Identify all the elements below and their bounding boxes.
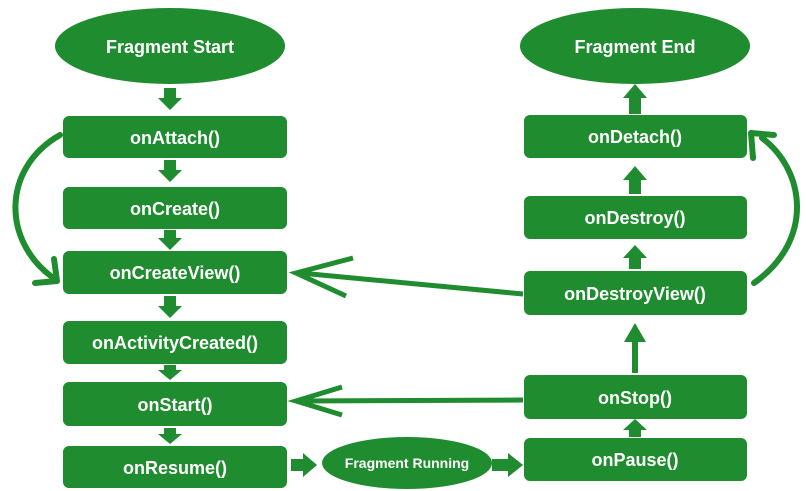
node-on-destroy-label: onDestroy() (584, 208, 685, 228)
arrow-create-to-createview (158, 230, 182, 250)
node-fragment-running: Fragment Running (322, 437, 492, 489)
arrow-createview-to-activitycreated (158, 296, 182, 318)
arrow-destroyview-to-createview-line (299, 270, 524, 297)
node-on-attach: onAttach() (63, 116, 287, 158)
node-on-detach: onDetach() (524, 115, 747, 158)
arrow-destroyview-to-destroy (623, 245, 647, 269)
arrow-stop-to-destroyview-head (624, 323, 646, 342)
arrow-stop-to-start-line (299, 397, 524, 404)
arrow-attach-to-createview-curve (12, 132, 63, 280)
node-on-activity-created: onActivityCreated() (63, 321, 287, 364)
node-on-activity-created-label: onActivityCreated() (92, 333, 258, 353)
arrow-stop-to-start-head (287, 384, 343, 418)
arrow-running-to-pause (492, 453, 523, 477)
arrow-destroyview-to-createview-head (288, 255, 354, 299)
arrow-attach-to-create (158, 160, 182, 182)
node-on-resume-label: onResume() (123, 458, 227, 478)
node-fragment-running-label: Fragment Running (345, 455, 469, 471)
arrow-destroyview-to-detach-head (748, 130, 777, 161)
arrow-detach-to-end (623, 84, 647, 114)
node-on-detach-label: onDetach() (588, 127, 682, 147)
arrow-attach-to-createview-head (32, 256, 60, 286)
arrow-destroy-to-detach (623, 166, 647, 194)
node-on-create: onCreate() (63, 187, 287, 229)
arrow-start-to-resume (158, 428, 182, 444)
node-on-pause: onPause() (524, 438, 747, 481)
node-fragment-start-label: Fragment Start (106, 37, 234, 57)
node-on-attach-label: onAttach() (130, 128, 220, 148)
node-on-destroy-view: onDestroyView() (524, 271, 747, 315)
arrow-activitycreated-to-start (158, 365, 182, 380)
arrow-pause-to-stop (623, 419, 647, 437)
node-on-create-label: onCreate() (130, 199, 220, 219)
node-fragment-start: Fragment Start (55, 8, 285, 84)
arrow-start-to-attach (158, 88, 182, 110)
node-on-create-view-label: onCreateView() (110, 263, 241, 283)
node-on-stop-label: onStop() (598, 388, 672, 408)
node-on-stop: onStop() (524, 375, 747, 419)
node-on-destroy-view-label: onDestroyView() (564, 284, 706, 304)
node-on-pause-label: onPause() (591, 450, 678, 470)
node-fragment-end-label: Fragment End (574, 37, 695, 57)
arrow-resume-to-running (291, 453, 317, 477)
arrow-destroyview-to-detach-curve (751, 135, 800, 286)
node-fragment-end: Fragment End (520, 8, 750, 84)
node-on-start: onStart() (63, 382, 287, 426)
node-on-create-view: onCreateView() (63, 251, 287, 294)
node-on-destroy: onDestroy() (524, 196, 747, 239)
node-on-start-label: onStart() (138, 395, 213, 415)
node-on-resume: onResume() (63, 446, 287, 488)
